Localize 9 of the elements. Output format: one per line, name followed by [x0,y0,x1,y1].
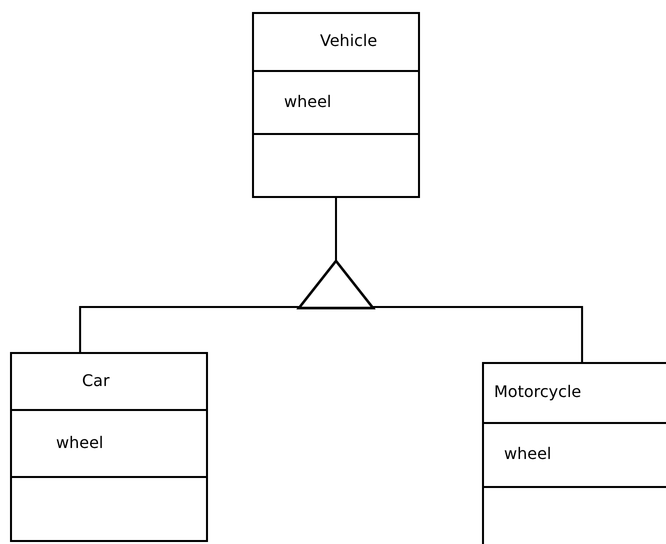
class-box [482,362,666,544]
attribute-text: wheel [56,432,104,452]
attribute-text: wheel [504,444,552,463]
class-name: Car [82,370,110,390]
class-box [252,12,420,198]
class-box [10,352,208,542]
class-name: Vehicle [320,31,378,50]
class-name: Motorcycle [494,382,582,401]
attribute-text: wheel [284,92,332,110]
